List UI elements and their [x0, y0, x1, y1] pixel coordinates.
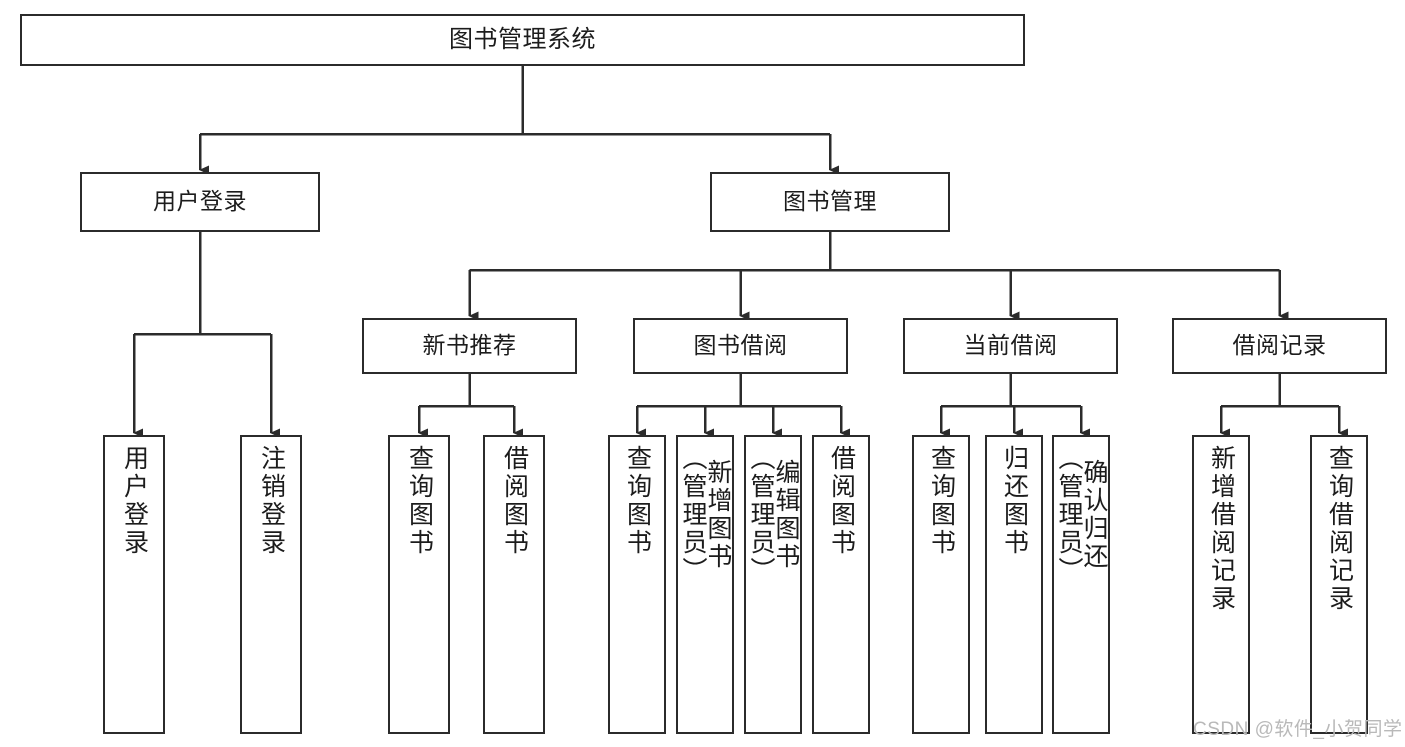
node-label: 用户登录	[120, 445, 149, 557]
node-leaf-edit-book[interactable]: 编辑图书 （管理员）	[744, 435, 802, 734]
node-current-borrow[interactable]: 当前借阅	[903, 318, 1118, 374]
node-leaf-confirm-return[interactable]: 确认归还 （管理员）	[1052, 435, 1110, 734]
node-user-login[interactable]: 用户登录	[80, 172, 320, 232]
node-label: 图书管理系统	[449, 25, 596, 53]
node-leaf-user-login[interactable]: 用户登录	[103, 435, 165, 734]
node-label: 确认归还 （管理员）	[1055, 445, 1108, 585]
node-leaf-query-book-c[interactable]: 查询图书	[912, 435, 970, 734]
node-label: 编辑图书 （管理员）	[747, 445, 800, 585]
node-leaf-query-book-a[interactable]: 查询图书	[388, 435, 450, 734]
node-new-book-rec[interactable]: 新书推荐	[362, 318, 577, 374]
node-label: 借阅图书	[827, 445, 856, 557]
node-label: 查询图书	[927, 445, 956, 557]
node-label: 新增借阅记录	[1207, 445, 1236, 613]
node-leaf-add-book[interactable]: 新增图书 （管理员）	[676, 435, 734, 734]
node-label: 图书管理	[783, 188, 877, 215]
node-label: 查询图书	[405, 445, 434, 557]
node-leaf-return-book[interactable]: 归还图书	[985, 435, 1043, 734]
node-leaf-query-book-b[interactable]: 查询图书	[608, 435, 666, 734]
node-root[interactable]: 图书管理系统	[20, 14, 1025, 66]
node-borrow-record[interactable]: 借阅记录	[1172, 318, 1387, 374]
node-label: 注销登录	[257, 445, 286, 557]
node-leaf-add-record[interactable]: 新增借阅记录	[1192, 435, 1250, 734]
node-label: 新增图书 （管理员）	[679, 445, 732, 585]
node-label: 当前借阅	[963, 332, 1058, 359]
node-label: 新书推荐	[422, 332, 517, 359]
node-leaf-borrow-book-b[interactable]: 借阅图书	[812, 435, 870, 734]
node-label: 查询借阅记录	[1325, 445, 1354, 613]
node-label: 图书借阅	[693, 332, 788, 359]
node-label: 借阅图书	[500, 445, 529, 557]
node-leaf-query-record[interactable]: 查询借阅记录	[1310, 435, 1368, 734]
node-label: 借阅记录	[1232, 332, 1327, 359]
node-leaf-borrow-book-a[interactable]: 借阅图书	[483, 435, 545, 734]
node-label: 归还图书	[1000, 445, 1029, 557]
node-label: 用户登录	[153, 188, 247, 215]
node-label: 查询图书	[623, 445, 652, 557]
node-leaf-logout[interactable]: 注销登录	[240, 435, 302, 734]
node-book-borrow[interactable]: 图书借阅	[633, 318, 848, 374]
node-book-manage[interactable]: 图书管理	[710, 172, 950, 232]
